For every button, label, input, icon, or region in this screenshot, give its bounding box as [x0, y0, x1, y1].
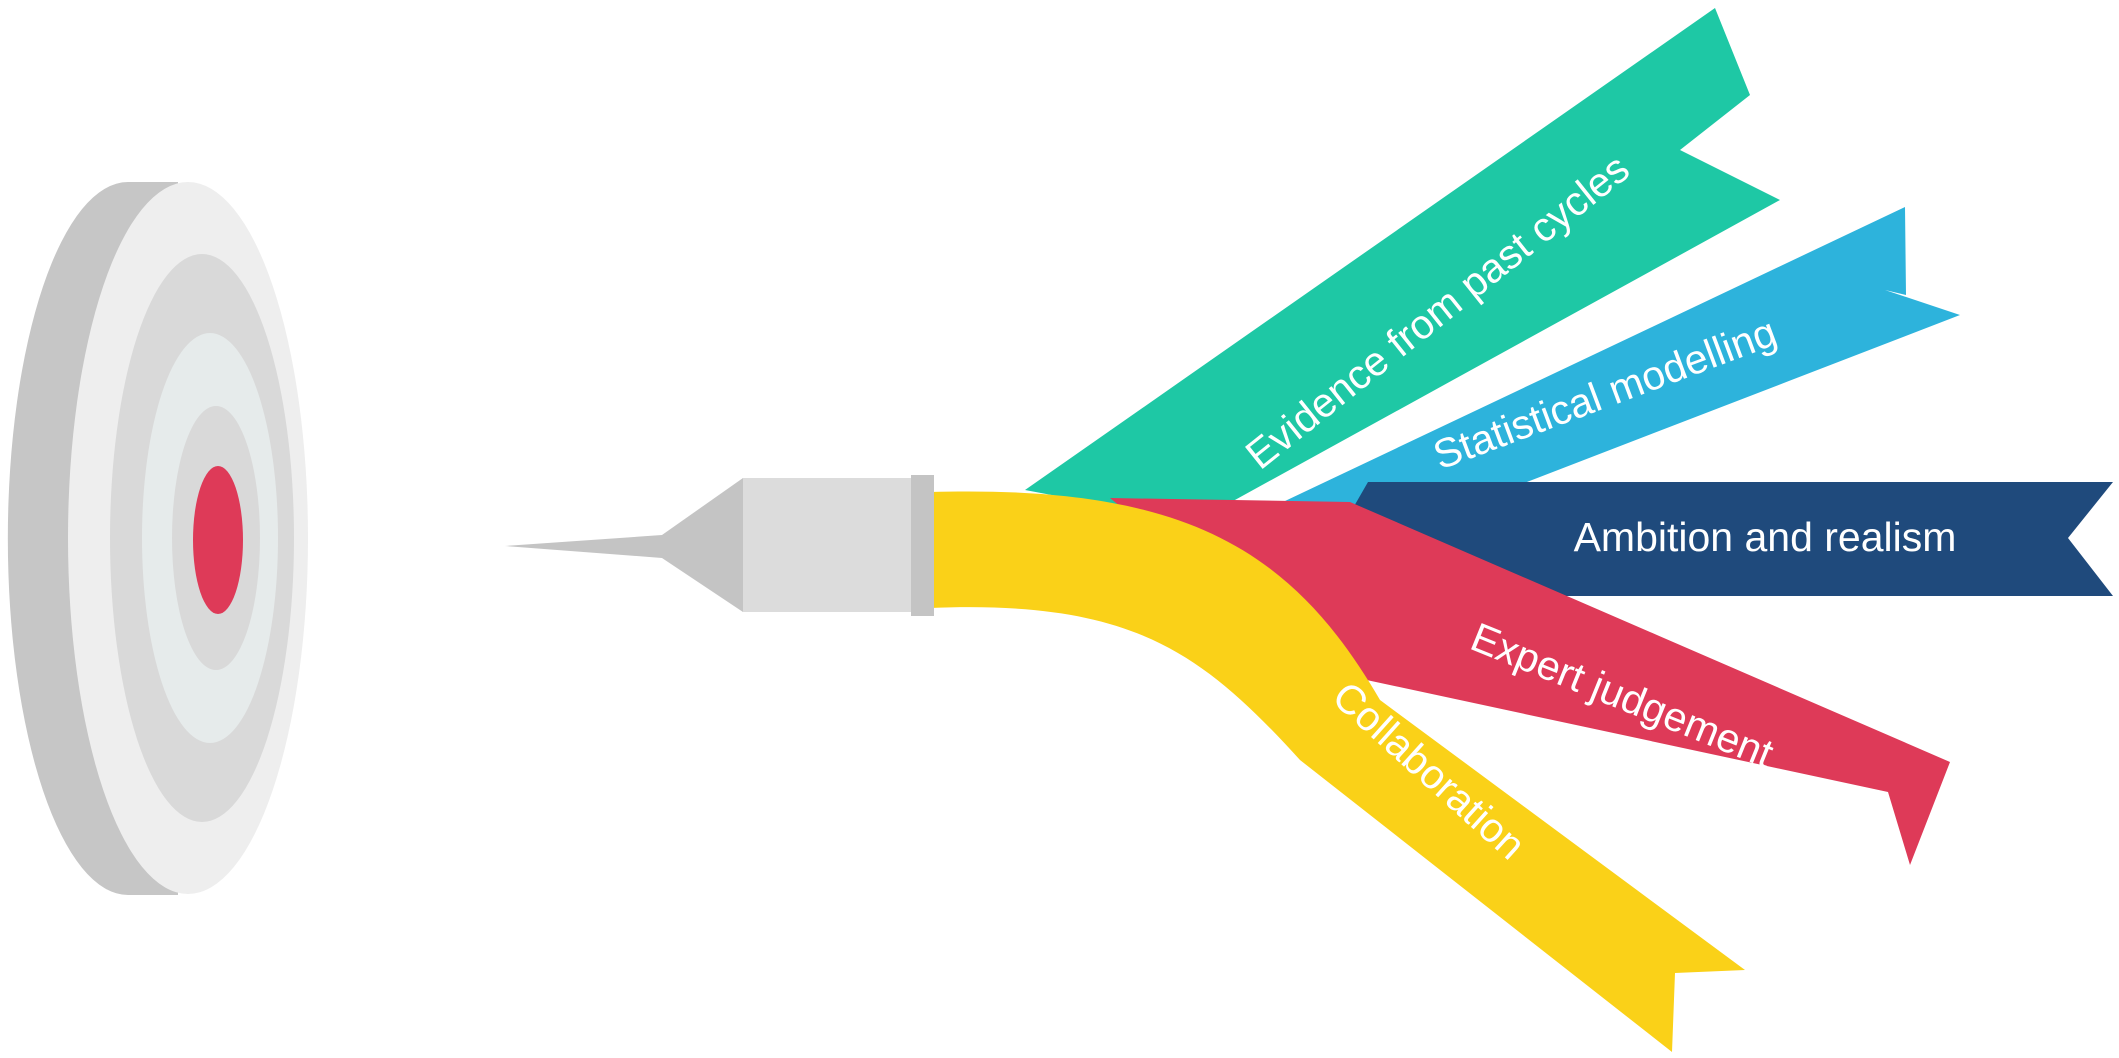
ribbon-ambition	[1330, 482, 2113, 596]
dart-collar	[911, 475, 934, 616]
label-ambition: Ambition and realism	[1574, 514, 1957, 560]
dart-needle	[505, 535, 662, 558]
ribbon-statistical	[1245, 207, 1960, 558]
dart-barrel	[743, 478, 911, 612]
dart	[505, 475, 934, 616]
ribbons	[930, 8, 2113, 1052]
dart-cone	[662, 478, 743, 612]
ribbon-collaboration	[930, 491, 1745, 1052]
ribbon-evidence	[1025, 8, 1780, 522]
bullseye	[193, 466, 243, 614]
ribbon-expert	[1110, 498, 1950, 865]
target	[7, 182, 308, 895]
